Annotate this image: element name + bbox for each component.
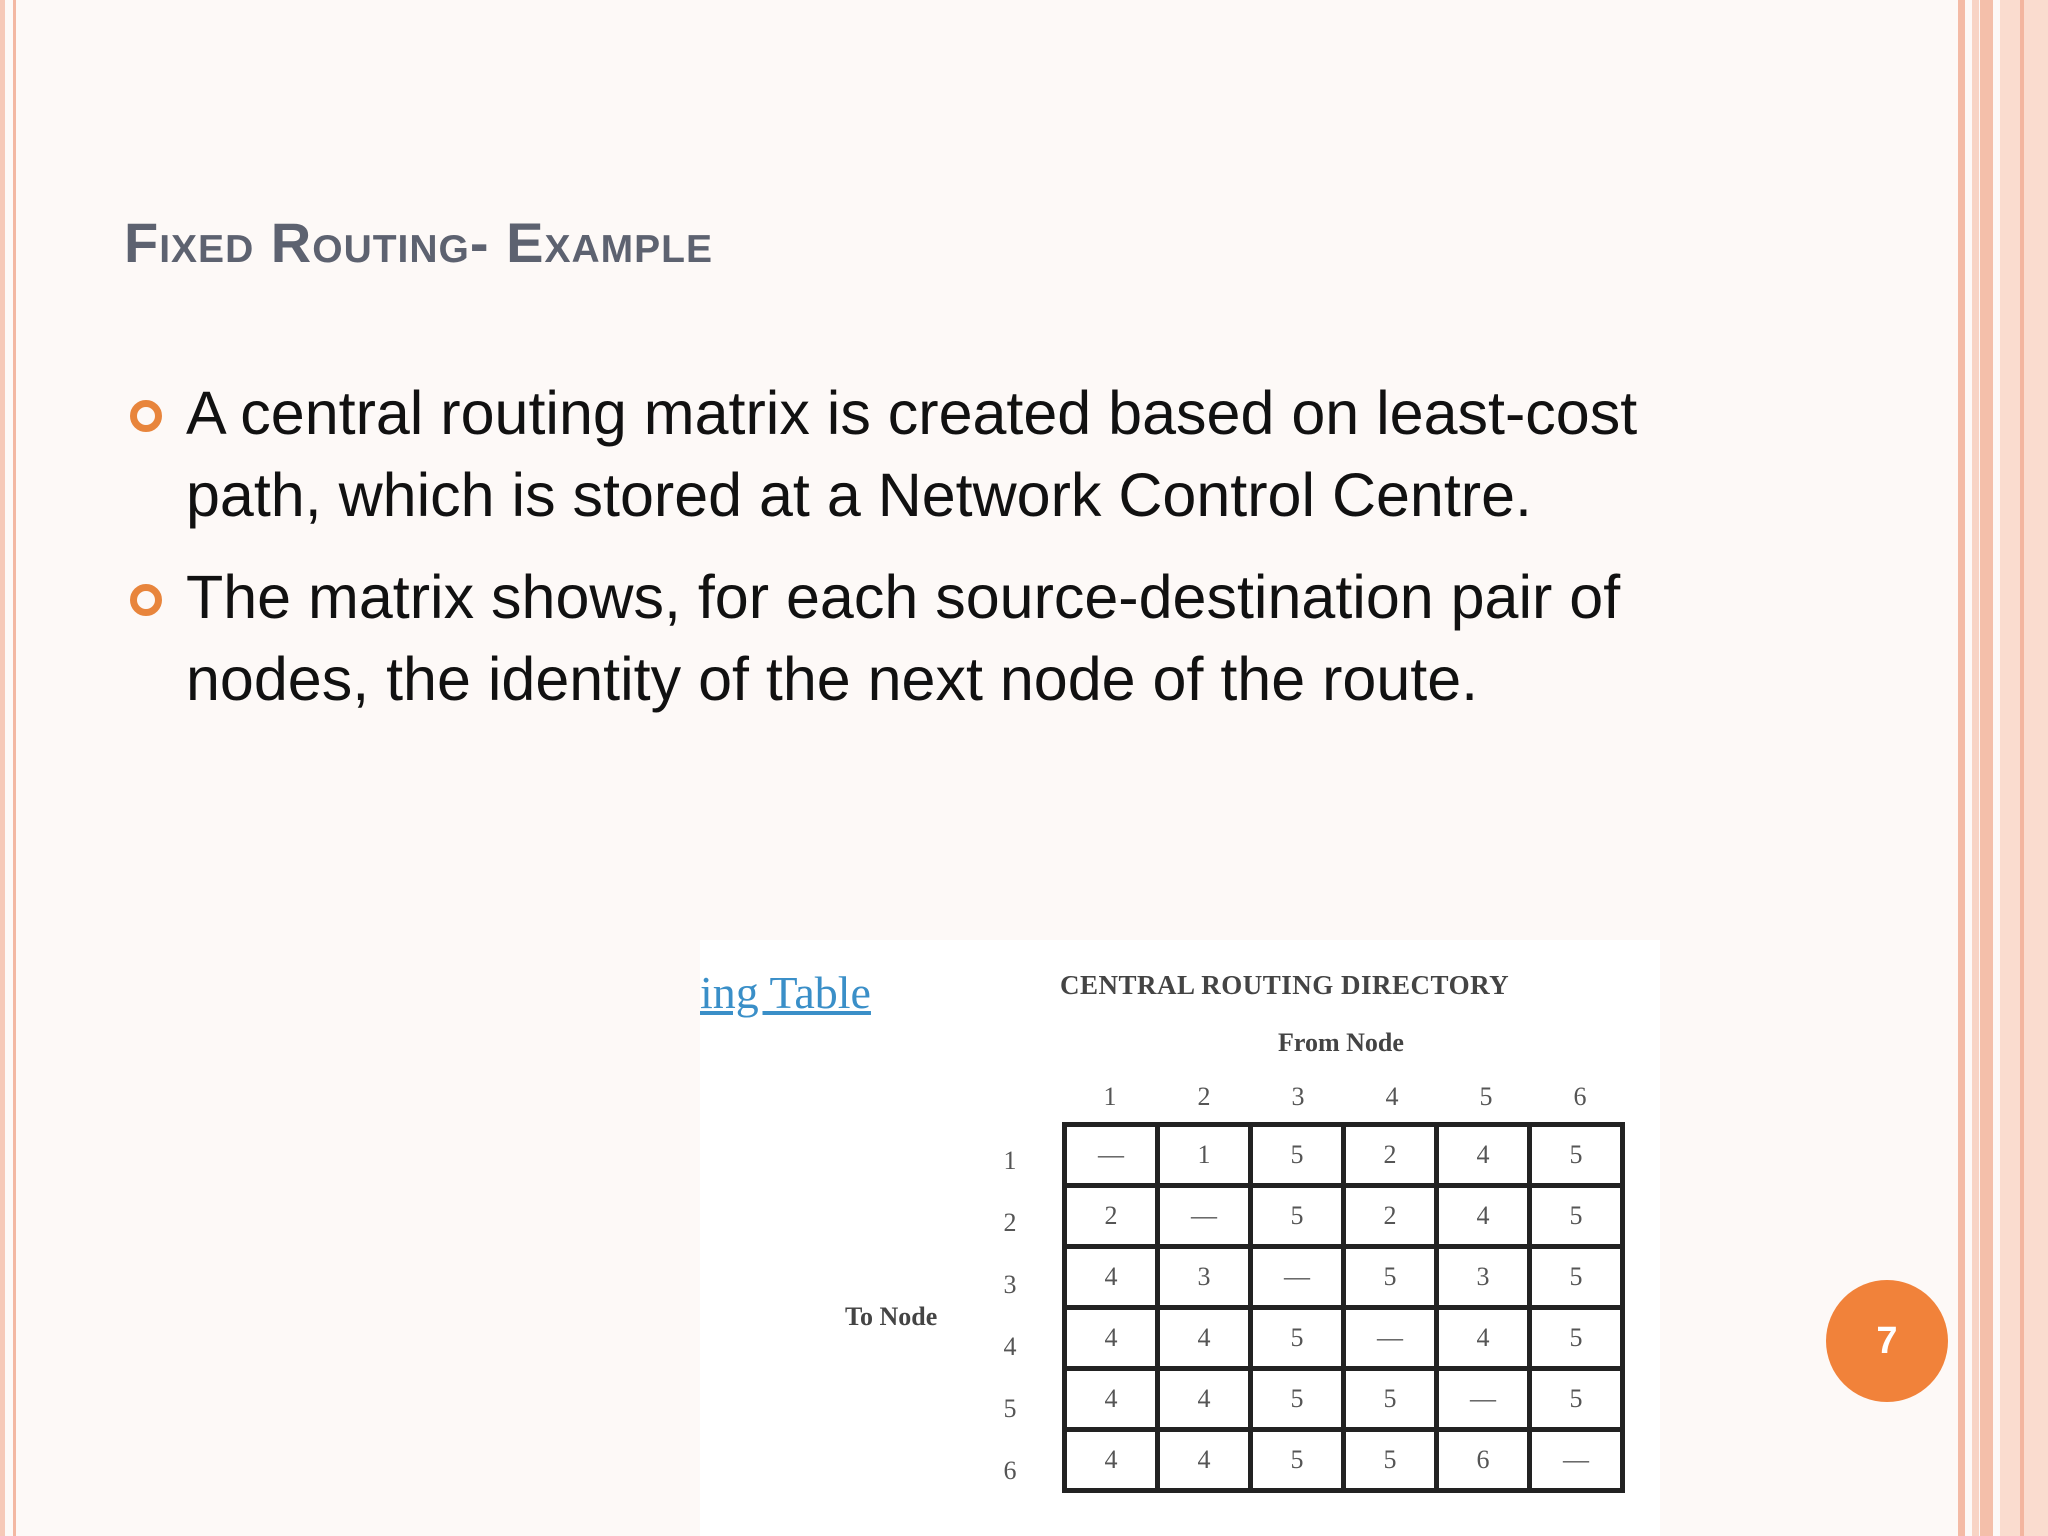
to-node-label: To Node <box>845 1302 938 1331</box>
matrix-cell: 2 <box>1062 1183 1160 1249</box>
ring-bullet-icon <box>130 584 162 616</box>
right-border-line-4 <box>2020 0 2024 1536</box>
matrix-cell: 1 <box>1155 1122 1253 1188</box>
row-header: 1 <box>1003 1146 1017 1175</box>
column-header: 1 <box>1103 1082 1117 1111</box>
bullet-list: A central routing matrix is created base… <box>128 372 1748 740</box>
ring-bullet-icon <box>130 400 162 432</box>
matrix-cell: 5 <box>1248 1183 1346 1249</box>
row-header: 2 <box>1003 1208 1017 1237</box>
matrix-cell: — <box>1434 1366 1532 1432</box>
matrix-cell: 4 <box>1155 1366 1253 1432</box>
matrix-cell: 6 <box>1434 1427 1532 1493</box>
matrix-cell: 4 <box>1062 1244 1160 1310</box>
matrix-cell: 4 <box>1155 1305 1253 1371</box>
from-node-label: From Node <box>1278 1028 1404 1057</box>
bullet-item: The matrix shows, for each source-destin… <box>128 556 1748 720</box>
matrix-cell: 5 <box>1527 1183 1625 1249</box>
matrix-cell: 5 <box>1341 1244 1439 1310</box>
bullet-text: A central routing matrix is created base… <box>186 379 1638 529</box>
matrix-cell: 2 <box>1341 1122 1439 1188</box>
matrix-row: 4 4 5 5 6 — <box>1062 1427 1625 1493</box>
matrix-row: — 1 5 2 4 5 <box>1062 1122 1625 1188</box>
matrix-row: 4 4 5 — 4 5 <box>1062 1305 1625 1371</box>
matrix-row: 4 4 5 5 — 5 <box>1062 1366 1625 1432</box>
matrix-cell: 5 <box>1341 1427 1439 1493</box>
right-border-line-3 <box>1980 0 1993 1536</box>
right-border-line-1 <box>1958 0 1965 1536</box>
matrix-cell: 4 <box>1434 1305 1532 1371</box>
row-header: 3 <box>1003 1270 1017 1299</box>
matrix-cell: — <box>1341 1305 1439 1371</box>
column-header: 6 <box>1573 1082 1587 1111</box>
left-border-line-inner <box>13 0 16 1536</box>
matrix-cell: 5 <box>1248 1366 1346 1432</box>
matrix-row: 4 3 — 5 3 5 <box>1062 1244 1625 1310</box>
matrix-cell: — <box>1527 1427 1625 1493</box>
page-number-badge: 7 <box>1826 1280 1948 1402</box>
matrix-cell: 5 <box>1248 1427 1346 1493</box>
matrix-cell: 3 <box>1155 1244 1253 1310</box>
matrix-cell: 4 <box>1062 1427 1160 1493</box>
matrix-cell: 5 <box>1341 1366 1439 1432</box>
matrix-row: 2 — 5 2 4 5 <box>1062 1183 1625 1249</box>
row-header: 4 <box>1003 1332 1017 1361</box>
matrix-cell: 5 <box>1527 1305 1625 1371</box>
matrix-cell: 5 <box>1248 1305 1346 1371</box>
column-header: 3 <box>1291 1082 1305 1111</box>
matrix-cell: 5 <box>1527 1244 1625 1310</box>
left-border-line <box>0 0 5 1536</box>
matrix-cell: — <box>1155 1183 1253 1249</box>
matrix-cell: 2 <box>1341 1183 1439 1249</box>
matrix-cell: 4 <box>1434 1122 1532 1188</box>
routing-matrix: — 1 5 2 4 5 2 — 5 2 4 5 4 3 — 5 3 5 <box>1062 1122 1625 1493</box>
column-header: 4 <box>1385 1082 1399 1111</box>
matrix-cell: 5 <box>1527 1366 1625 1432</box>
right-border-line-2 <box>1972 0 1979 1536</box>
matrix-cell: 3 <box>1434 1244 1532 1310</box>
matrix-cell: 4 <box>1062 1305 1160 1371</box>
figure-title: CENTRAL ROUTING DIRECTORY <box>1060 970 1510 1000</box>
routing-directory-figure: ing Table CENTRAL ROUTING DIRECTORY From… <box>700 940 1660 1536</box>
matrix-cell: — <box>1248 1244 1346 1310</box>
slide-title: Fixed Routing- Example <box>124 211 713 274</box>
row-header: 6 <box>1003 1456 1017 1485</box>
right-border-band <box>2000 0 2048 1536</box>
matrix-cell: 5 <box>1527 1122 1625 1188</box>
matrix-cell: 5 <box>1248 1122 1346 1188</box>
matrix-cell: — <box>1062 1122 1160 1188</box>
matrix-cell: 4 <box>1155 1427 1253 1493</box>
column-header: 2 <box>1197 1082 1211 1111</box>
routing-table-link[interactable]: ing Table <box>700 967 871 1018</box>
row-header: 5 <box>1003 1394 1017 1423</box>
matrix-cell: 4 <box>1062 1366 1160 1432</box>
bullet-text: The matrix shows, for each source-destin… <box>186 563 1621 713</box>
column-header: 5 <box>1479 1082 1493 1111</box>
bullet-item: A central routing matrix is created base… <box>128 372 1748 536</box>
matrix-cell: 4 <box>1434 1183 1532 1249</box>
